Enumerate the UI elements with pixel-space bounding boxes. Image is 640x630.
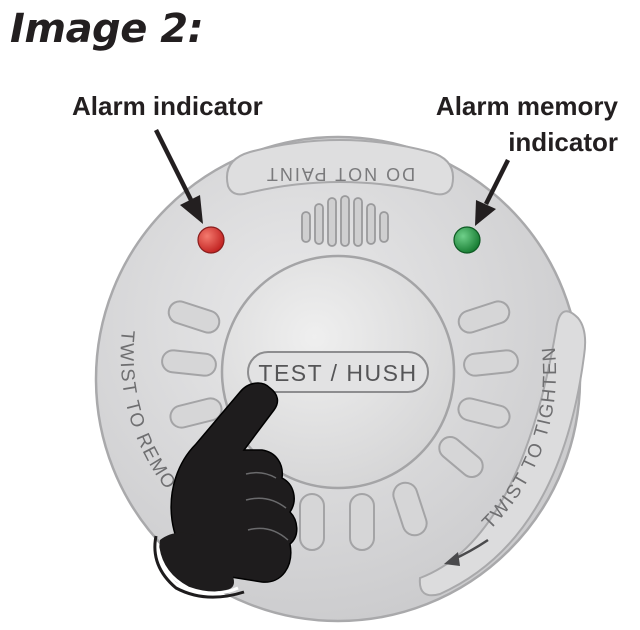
vent-slots-bottom — [299, 481, 428, 551]
alarm-memory-label-line1: Alarm memory — [435, 91, 618, 121]
alarm-memory-led-indicator — [453, 226, 481, 254]
alarm-indicator-label: Alarm indicator — [72, 91, 263, 121]
image-heading: Image 2: — [10, 6, 204, 52]
alarm-memory-label-line2: indicator — [508, 127, 618, 157]
do-not-paint-plate — [226, 139, 454, 196]
curved-arrow-icon — [444, 538, 489, 566]
alarm-indicator-arrow — [153, 128, 203, 224]
twist-to-tighten-plate — [418, 310, 587, 597]
test-hush-label: TEST / HUSH — [258, 360, 417, 386]
alarm-led-indicator — [197, 226, 225, 254]
pointing-hand-icon — [153, 382, 298, 599]
vent-slots-right — [438, 300, 519, 478]
test-hush-label-plate — [247, 351, 429, 393]
alarm-memory-indicator-label: Alarm memory indicator — [436, 88, 618, 160]
sounder-grille — [301, 195, 389, 247]
vent-slots-left — [161, 300, 223, 429]
alarm-memory-arrow — [475, 158, 511, 226]
do-not-paint-text: DO NOT PAINT — [265, 164, 415, 184]
